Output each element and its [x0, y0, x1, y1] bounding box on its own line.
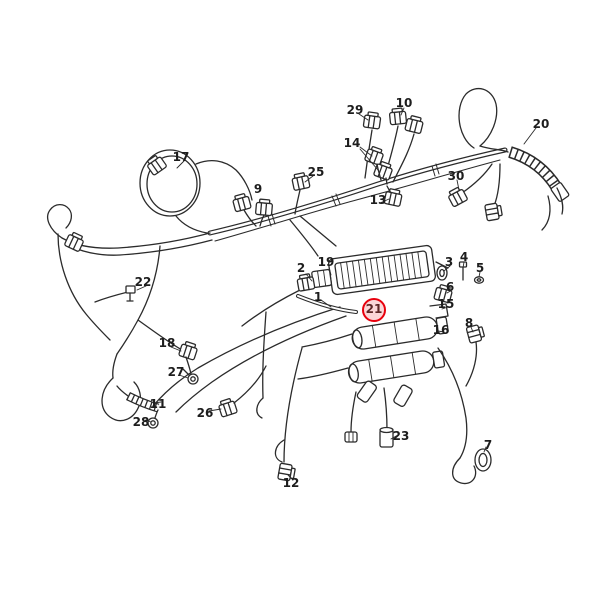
callout-1[interactable]: 1	[313, 290, 323, 304]
callout-17[interactable]: 17	[172, 150, 190, 164]
callout-2[interactable]: 2	[296, 261, 306, 275]
callout-9[interactable]: 9	[253, 182, 263, 196]
callout-29[interactable]: 29	[346, 103, 364, 117]
callout-23[interactable]: 23	[392, 429, 410, 443]
corrugated-tube-and-loop	[445, 87, 570, 231]
callout-26[interactable]: 26	[196, 406, 214, 420]
callout-8[interactable]: 8	[464, 316, 474, 330]
callout-27[interactable]: 27	[167, 365, 185, 379]
lower-left-cluster	[101, 319, 267, 429]
top-branch-connectors	[231, 107, 425, 227]
callout-5[interactable]: 5	[475, 261, 485, 275]
left-branch	[47, 203, 213, 355]
callout-20[interactable]: 20	[532, 117, 550, 131]
ecm-connector-block	[289, 215, 437, 314]
callout-6[interactable]: 6	[445, 280, 455, 294]
callout-3[interactable]: 3	[444, 255, 454, 269]
callout-15[interactable]: 15	[437, 297, 455, 311]
wire-coil-17	[139, 149, 253, 234]
callout-28[interactable]: 28	[132, 415, 150, 429]
callout-4[interactable]: 4	[459, 250, 469, 264]
callout-10[interactable]: 10	[395, 96, 413, 110]
callout-13[interactable]: 13	[369, 193, 387, 207]
callout-25[interactable]: 25	[307, 165, 325, 179]
bottom-wires-connectors	[256, 311, 492, 485]
harness-main-trunk	[207, 147, 508, 242]
callout-30[interactable]: 30	[447, 169, 465, 183]
center-sweep-wires	[152, 289, 347, 413]
callout-7[interactable]: 7	[483, 438, 493, 452]
callout-11[interactable]: 11	[149, 397, 167, 411]
right-side-parts	[429, 261, 486, 387]
callout-leader-lines	[136, 107, 537, 481]
callout-18[interactable]: 18	[158, 336, 176, 350]
ignition-coils	[297, 316, 449, 407]
callout-21-highlighted[interactable]: 21	[362, 298, 386, 322]
callout-16[interactable]: 16	[432, 323, 450, 337]
callout-19[interactable]: 19	[317, 255, 335, 269]
callout-14[interactable]: 14	[343, 136, 361, 150]
callout-12[interactable]: 12	[282, 476, 300, 490]
callout-22[interactable]: 22	[134, 275, 152, 289]
